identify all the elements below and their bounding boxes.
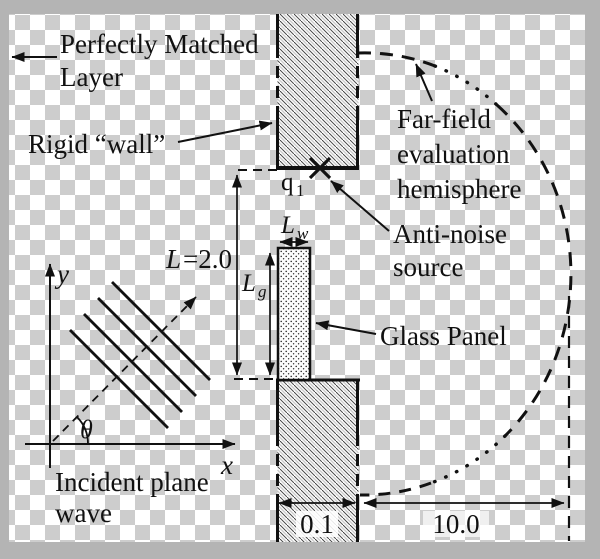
Lg-symbol: L: [241, 270, 256, 297]
far-field-label-line1: Far-field: [397, 104, 491, 134]
x-axis-label: x: [220, 450, 233, 480]
hemisphere-arc-dash-main: [495, 103, 573, 438]
anti-noise-label-line2: source: [393, 252, 463, 282]
glass-panel-label: Glass Panel: [380, 321, 507, 351]
pml-label-line1: Perfectly Matched: [60, 29, 259, 59]
wavefront-4: [111, 281, 211, 381]
far-field-arrow: [415, 63, 433, 102]
length-L-value: =2.0: [183, 244, 232, 274]
incident-wave-inset: [25, 263, 236, 468]
Lw-symbol: L: [280, 212, 295, 239]
pml-label-line2: Layer: [60, 62, 123, 92]
glass-panel: [276, 246, 312, 382]
incident-wave-label-line1: Incident plane: [55, 467, 209, 497]
frame-right: [585, 0, 600, 559]
wavefront-3: [97, 297, 197, 397]
theta-label: θ: [80, 415, 93, 444]
glass-panel-arrow: [315, 320, 377, 335]
wavefront-2: [83, 313, 183, 413]
frame-top: [0, 0, 600, 14]
propagation-direction-arrow: [52, 296, 197, 442]
frame-bottom: [0, 542, 600, 559]
Lw-subscript: w: [297, 224, 309, 243]
y-axis-label: y: [54, 259, 69, 289]
top-wall-hatch-fill: [277, 6, 359, 168]
dim-0-1-label: 0.1: [300, 509, 334, 539]
dim-10-0-label-bg: [423, 511, 489, 537]
rigid-wall-label: Rigid “wall”: [28, 129, 165, 159]
anti-noise-label-line1: Anti-noise: [393, 219, 507, 249]
wavefront-lines: [69, 281, 211, 429]
hemisphere-arc-dots-top: [433, 64, 499, 107]
Lg-subscript: g: [258, 282, 267, 301]
length-L-symbol: L: [165, 244, 181, 274]
hemisphere-arc-dash-top: [357, 51, 436, 68]
anti-noise-source-x-icon: [308, 156, 332, 180]
rigid-wall-arrow: [177, 120, 273, 143]
far-field-label-line2: evaluation: [397, 139, 510, 169]
far-field-label-line3: hemisphere: [397, 174, 521, 204]
top-rigid-wall: [276, 6, 359, 170]
dim-0-1-label-bg: [296, 511, 338, 537]
anti-noise-arrow: [330, 180, 390, 232]
theta-angle-arc: [76, 416, 89, 445]
wavefront-1: [69, 329, 169, 429]
frame-left: [0, 0, 9, 559]
q1-symbol: q: [281, 169, 294, 196]
q1-subscript: 1: [296, 181, 305, 200]
far-field-hemisphere-arc: [357, 51, 573, 497]
dim-10-0-label: 10.0: [432, 509, 479, 539]
incident-wave-label-line2: wave: [55, 498, 112, 528]
hemisphere-arc-dash-bottom: [359, 481, 432, 497]
